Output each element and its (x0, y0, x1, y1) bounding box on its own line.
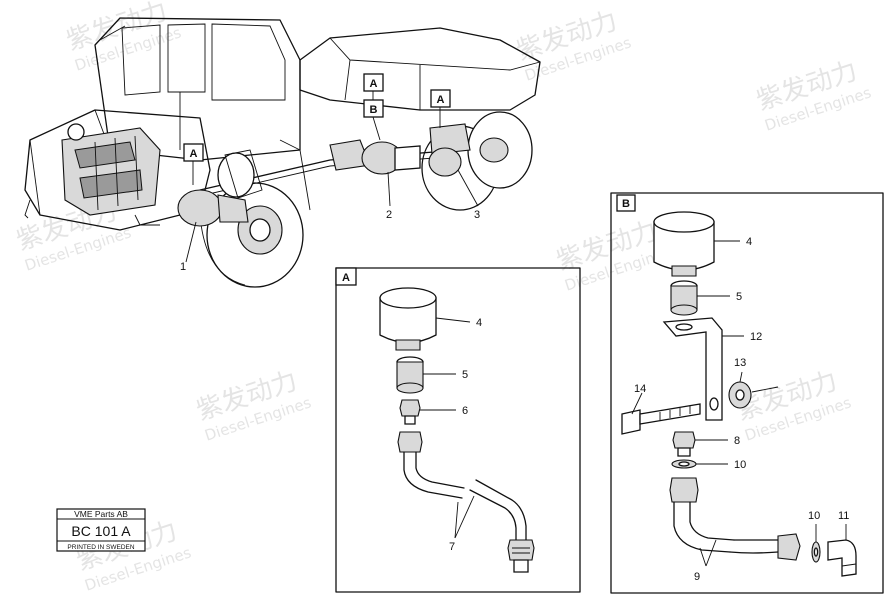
callout-2: 2 (386, 209, 392, 221)
ref-box-a-label: A (190, 148, 198, 160)
bracket-part (662, 317, 723, 421)
callout-11: 11 (838, 510, 849, 522)
callout-6: 6 (462, 405, 468, 417)
callout-10: 10 (808, 510, 820, 522)
watermark-layer: 紫发动力 Diesel-Engines 紫发动力 Diesel-Engines … (13, 0, 874, 595)
callout-7: 7 (449, 541, 455, 553)
ref-box-a (430, 89, 451, 108)
dump-truck-illustration (24, 17, 541, 288)
ref-box-a (363, 73, 384, 92)
truck-callouts: 1 2 3 (180, 169, 480, 273)
panel-b-tag-label: B (622, 198, 630, 210)
truck-ref-boxes: A A B A (183, 73, 451, 185)
title-block: VME Parts AB BC 101 A PRINTED IN SWEDEN (56, 508, 146, 552)
ref-box-a-label: A (370, 78, 378, 90)
callout-5: 5 (462, 369, 468, 381)
callout-13: 13 (734, 357, 746, 369)
callout-3: 3 (474, 209, 480, 221)
detail-panel-b: B 4 5 12 13 14 8 (610, 192, 884, 594)
ref-box-a (183, 143, 204, 162)
panel-b-tag (616, 194, 636, 212)
panel-b-frame (610, 192, 884, 594)
callout-5: 5 (736, 291, 742, 303)
detail-panel-a: A 4 5 6 7 (335, 267, 581, 593)
panel-a-tag-label: A (342, 272, 350, 284)
callout-8: 8 (734, 435, 740, 447)
callout-10: 10 (734, 459, 746, 471)
title-block-printed: PRINTED IN SWEDEN (67, 544, 134, 551)
title-block-company: VME Parts AB (74, 509, 128, 519)
panel-a-tag (335, 267, 357, 286)
panel-a-frame (335, 267, 581, 593)
callout-9: 9 (694, 571, 700, 583)
callout-12: 12 (750, 331, 762, 343)
callout-4: 4 (476, 317, 482, 329)
callout-1: 1 (180, 261, 186, 273)
callout-14: 14 (634, 383, 646, 395)
ref-box-a-label: A (437, 94, 445, 106)
callout-4: 4 (746, 236, 752, 248)
ref-box-b-label: B (370, 104, 378, 116)
title-block-frame (56, 508, 146, 552)
title-block-code: BC 101 A (71, 523, 131, 539)
ref-box-b (363, 99, 384, 118)
